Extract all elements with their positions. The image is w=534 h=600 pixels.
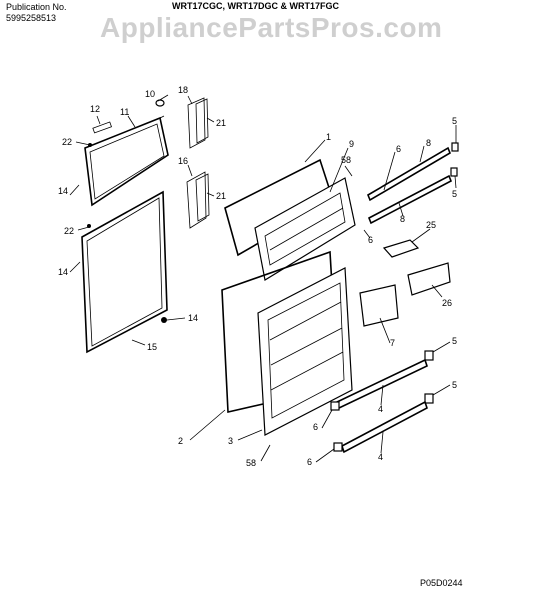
door-bar-lower <box>341 400 428 454</box>
callout-18: 18 <box>178 85 188 95</box>
callout-58a: 58 <box>341 155 351 165</box>
watermark: AppliancePartsPros.com <box>100 12 443 43</box>
bin-part-25 <box>382 239 420 258</box>
shelf-lower <box>367 174 453 225</box>
callout-6d: 6 <box>307 457 312 467</box>
leader-lines <box>69 94 457 463</box>
callout-5d: 5 <box>452 380 457 390</box>
callout-6c: 6 <box>313 422 318 432</box>
callout-21a: 21 <box>216 118 226 128</box>
callout-5a: 5 <box>452 116 457 126</box>
callout-16: 16 <box>178 156 188 166</box>
callout-6b: 6 <box>368 235 373 245</box>
callout-58b: 58 <box>246 458 256 468</box>
callout-4b: 4 <box>378 452 383 462</box>
callout-22a: 22 <box>62 137 72 147</box>
callout-15: 15 <box>147 342 157 352</box>
callout-21b: 21 <box>216 191 226 201</box>
callout-1: 1 <box>326 132 331 142</box>
callout-14a: 14 <box>58 186 68 196</box>
model-numbers: WRT17CGC, WRT17DGC & WRT17FGC <box>172 1 340 11</box>
callout-labels: 1 2 3 4 4 5 5 5 5 6 6 6 6 7 8 8 9 10 11 … <box>58 85 457 468</box>
callout-12: 12 <box>90 104 100 114</box>
callout-14c: 14 <box>188 313 198 323</box>
callout-5c: 5 <box>452 336 457 346</box>
callout-14b: 14 <box>58 267 68 277</box>
callout-11: 11 <box>120 107 129 117</box>
diagram-code: P05D0244 <box>420 578 463 588</box>
callout-5b: 5 <box>452 189 457 199</box>
callout-6a: 6 <box>396 144 401 154</box>
callout-8b: 8 <box>400 214 405 224</box>
callout-8a: 8 <box>426 138 431 148</box>
freezer-door-liner <box>254 177 356 281</box>
callout-22b: 22 <box>64 226 74 236</box>
callout-26: 26 <box>442 298 452 308</box>
fresh-food-door-liner <box>257 267 353 436</box>
cap-part-10 <box>155 99 165 107</box>
shelf-upper <box>367 146 451 202</box>
callout-4a: 4 <box>378 404 383 414</box>
callout-3: 3 <box>228 436 233 446</box>
publication-label: Publication No. <box>6 2 67 12</box>
publication-number: 5995258513 <box>6 13 57 23</box>
callout-2: 2 <box>178 436 183 446</box>
dairy-door-part-7 <box>359 284 399 327</box>
bin-part-26 <box>407 262 451 296</box>
callout-9: 9 <box>349 139 354 149</box>
freezer-door-frame <box>84 115 169 207</box>
handle-part-12 <box>92 121 112 134</box>
callout-25: 25 <box>426 220 436 230</box>
callout-10: 10 <box>145 89 155 99</box>
publication-info: Publication No. 5995258513 <box>6 2 67 24</box>
part-14-screw <box>161 317 167 323</box>
callout-7: 7 <box>390 338 395 348</box>
fresh-food-door-frame <box>81 190 168 354</box>
